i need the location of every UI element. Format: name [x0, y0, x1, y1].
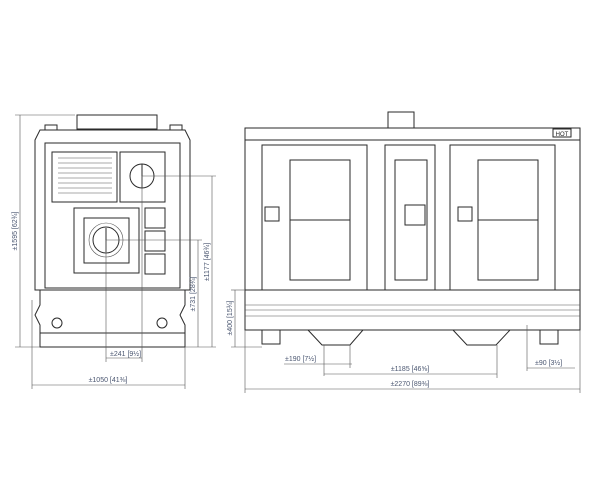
- side-view: HOT: [244, 111, 581, 346]
- door-lock-right: [457, 206, 473, 222]
- dim-intake-height: ±731 [28¾]: [190, 276, 197, 311]
- dim-base-height: ±400 [15¾]: [227, 300, 234, 335]
- radiator-grille: [51, 151, 118, 203]
- dim-exhaust-height: ±1177 [46¾]: [204, 243, 211, 281]
- fork-pocket-right: [451, 329, 512, 346]
- dim-outlet-offset: ±241 [9½]: [110, 350, 141, 358]
- dim-width: ±1050 [41⅜]: [89, 377, 128, 384]
- air-intake-panel: [73, 207, 140, 274]
- fork-pocket-left: [306, 329, 365, 346]
- dim-foot-offset: ±90 [3½]: [535, 359, 562, 367]
- roof-rail: [244, 127, 581, 141]
- foot-right: [539, 329, 559, 345]
- socket-1: [144, 207, 166, 229]
- exhaust-cap: [387, 111, 415, 129]
- dim-fork-pocket-width: ±190 [7½]: [285, 355, 316, 363]
- side-dimensions: ±400 [15¾] ±190 [7½] ±1185 [46⅝] ±90 [3½…: [227, 289, 581, 393]
- roof-cap: [76, 114, 158, 130]
- door-lock-left: [264, 206, 280, 222]
- socket-3: [144, 253, 166, 275]
- dim-length: ±2270 [89⅜]: [391, 381, 430, 388]
- dim-fork-pocket-spacing: ±1185 [46⅝]: [391, 366, 429, 373]
- foot-left: [261, 329, 281, 345]
- front-view: [34, 114, 191, 348]
- hot-label: HOT: [556, 132, 569, 138]
- door-lock-center: [404, 204, 426, 226]
- socket-2: [144, 230, 166, 252]
- dim-height: ±1595 [62¾]: [12, 212, 19, 251]
- front-dimensions: ±1595 [62¾] ±1177 [46¾] ±731 [28¾] ±241 …: [12, 114, 216, 389]
